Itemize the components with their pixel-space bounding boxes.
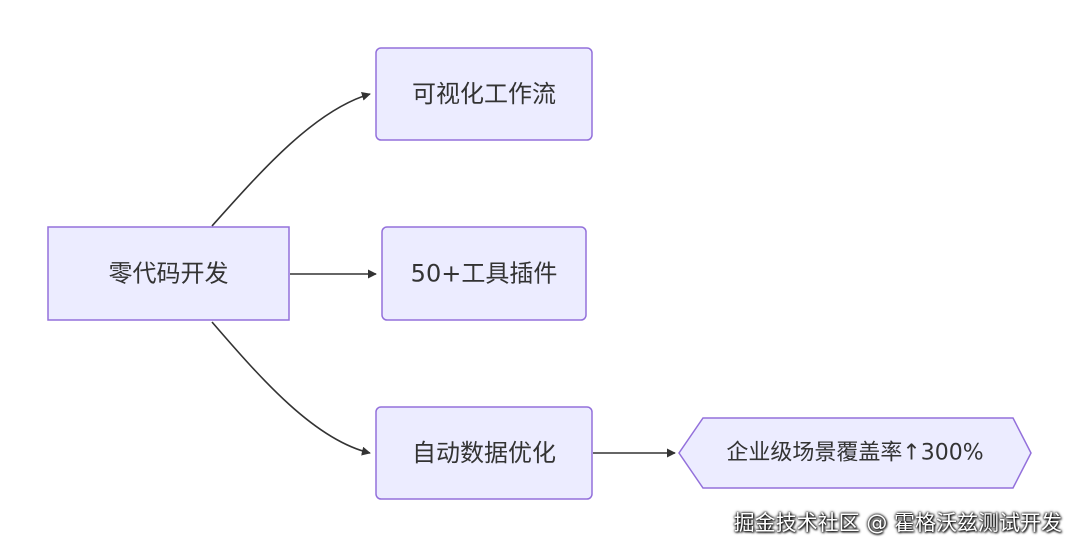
node-workflow: 可视化工作流 <box>375 47 593 141</box>
node-root-label: 零代码开发 <box>109 260 229 288</box>
node-plugins: 50+工具插件 <box>381 226 587 321</box>
node-workflow-label: 可视化工作流 <box>412 80 556 108</box>
edge-root-to-workflow <box>211 91 371 227</box>
node-coverage-label: 企业级场景覆盖率↑300% <box>726 441 983 466</box>
node-plugins-label: 50+工具插件 <box>411 260 558 288</box>
node-root: 零代码开发 <box>47 226 290 321</box>
node-coverage: 企业级场景覆盖率↑300% <box>678 417 1032 489</box>
edge-root-to-data-opt <box>211 321 371 456</box>
node-data-opt: 自动数据优化 <box>375 406 593 500</box>
node-data-opt-label: 自动数据优化 <box>412 439 556 467</box>
watermark-text: 掘金技术社区 @ 霍格沃兹测试开发 <box>733 511 1062 535</box>
